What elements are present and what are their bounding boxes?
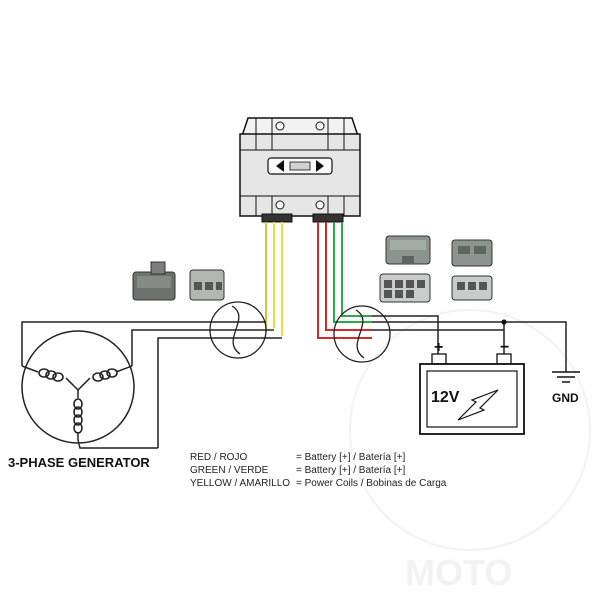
- connector-plug-right-b: [451, 239, 493, 267]
- connector-plug-left-a: [132, 261, 176, 301]
- left-wire-loom: [209, 301, 267, 359]
- ground-label: GND: [552, 391, 579, 405]
- right-wire-loom: [333, 305, 391, 363]
- legend-green-name: GREEN / VERDE: [190, 465, 269, 476]
- legend-yellow-desc: = Power Coils / Bobinas de Carga: [296, 478, 447, 489]
- battery-minus-label: −: [500, 339, 509, 356]
- color-legend: RED / ROJO = Battery [+] / Batería [+] G…: [190, 452, 447, 489]
- legend-red-desc: = Battery [+] / Batería [+]: [296, 452, 405, 463]
- legend-yellow-name: YELLOW / AMARILLO: [190, 478, 290, 489]
- legend-red-name: RED / ROJO: [190, 452, 247, 463]
- junction-dot: [501, 319, 507, 325]
- connector-plug-right-a: [385, 235, 431, 265]
- connector-plug-right-d: [451, 275, 493, 301]
- watermark-text: MOTO: [405, 552, 512, 593]
- battery-plus-label: +: [434, 339, 443, 356]
- battery-voltage-label: 12V: [431, 389, 460, 406]
- watermark: MOTO: [349, 309, 591, 593]
- battery: [419, 353, 525, 435]
- connector-plug-left-b: [189, 269, 225, 301]
- three-phase-generator: [21, 330, 158, 449]
- legend-green-desc: = Battery [+] / Batería [+]: [296, 465, 405, 476]
- yellow-wires: [265, 222, 283, 336]
- voltage-regulator: [239, 117, 361, 223]
- ground-icon: [552, 371, 580, 383]
- generator-label: 3-PHASE GENERATOR: [8, 455, 150, 470]
- connector-plug-right-c: [379, 273, 431, 303]
- red-green-wires: [317, 222, 372, 339]
